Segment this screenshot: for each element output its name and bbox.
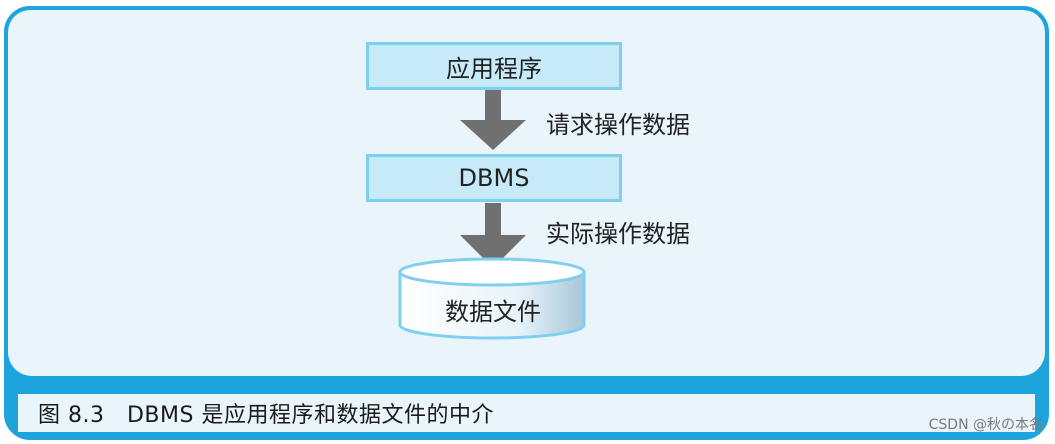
watermark-text: CSDN @秋の本名 <box>928 417 1043 433</box>
caption-bar: 图 8.3 DBMS 是应用程序和数据文件的中介 <box>18 394 1035 432</box>
database-cylinder-icon <box>398 257 586 340</box>
dbms-box: DBMS <box>366 154 622 202</box>
caption-separator <box>8 380 1045 384</box>
request-operation-label: 请求操作数据 <box>546 111 690 139</box>
actual-operation-label: 实际操作数据 <box>546 220 690 248</box>
application-box-label: 应用程序 <box>446 54 542 83</box>
arrow-down-icon <box>460 90 526 150</box>
application-box: 应用程序 <box>366 42 622 90</box>
figure-caption: 图 8.3 DBMS 是应用程序和数据文件的中介 <box>38 403 494 428</box>
data-file-label: 数据文件 <box>445 298 541 326</box>
dbms-box-label: DBMS <box>458 164 530 192</box>
arrow-down-icon <box>460 203 526 268</box>
